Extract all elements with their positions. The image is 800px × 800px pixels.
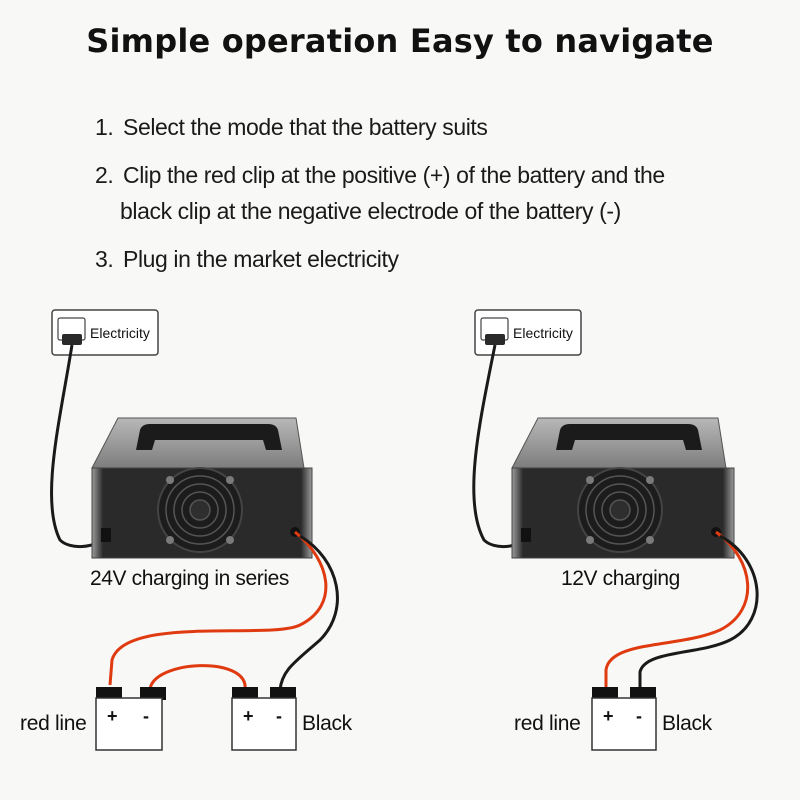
mode-caption: 24V charging in series [90, 567, 289, 590]
step-text-continuation: black clip at the negative electrode of … [120, 198, 621, 224]
outlet-label: Electricity [90, 325, 150, 341]
charger-unit [91, 417, 313, 559]
carry-handle [136, 424, 282, 450]
plug-icon [62, 334, 82, 345]
step-1: 1. Select the mode that the battery suit… [95, 108, 775, 146]
electricity-outlet-box: Electricity [51, 309, 159, 356]
step-text: Select the mode that the battery suits [123, 114, 488, 140]
carry-handle [556, 424, 702, 450]
positive-sign: + [243, 706, 254, 726]
step-number: 3. [95, 246, 114, 272]
step-number: 1. [95, 114, 114, 140]
black-wire [638, 534, 759, 688]
step-text: Plug in the market electricity [123, 246, 399, 272]
page-title: Simple operation Easy to navigate [86, 22, 714, 60]
plug-icon [485, 334, 505, 345]
charger-unit [511, 417, 735, 559]
red-wire [604, 530, 750, 688]
black-label: Black [302, 712, 353, 735]
power-inlet [521, 528, 531, 542]
red-line-label: red line [514, 712, 580, 735]
negative-sign: - [276, 706, 282, 726]
mode-caption: 12V charging [561, 567, 680, 590]
power-inlet [101, 528, 111, 542]
black-wire [278, 534, 339, 691]
instruction-steps: 1. Select the mode that the battery suit… [95, 108, 775, 288]
positive-sign: + [603, 706, 614, 726]
positive-sign: + [107, 706, 118, 726]
battery-right: + - [591, 687, 657, 751]
power-cord [50, 344, 106, 548]
red-wire [108, 530, 328, 686]
step-2: 2. Clip the red clip at the positive (+)… [95, 156, 775, 230]
left-diagram: Electricity + - [20, 309, 353, 751]
step-number: 2. [95, 162, 114, 188]
outlet-label: Electricity [513, 325, 573, 341]
fan-icon [157, 467, 243, 553]
battery-left-2: + - [231, 687, 297, 751]
battery-left-1: + - [95, 687, 166, 751]
negative-sign: - [143, 706, 149, 726]
step-3: 3. Plug in the market electricity [95, 240, 775, 278]
red-line-label: red line [20, 712, 86, 735]
series-link-wire [148, 664, 247, 691]
right-diagram: Electricity + - 12V charging re [472, 309, 759, 751]
black-label: Black [662, 712, 713, 735]
electricity-outlet-box: Electricity [474, 309, 582, 356]
step-text: Clip the red clip at the positive (+) of… [123, 162, 665, 188]
fan-icon [577, 467, 663, 553]
power-cord [472, 344, 529, 548]
negative-sign: - [636, 706, 642, 726]
